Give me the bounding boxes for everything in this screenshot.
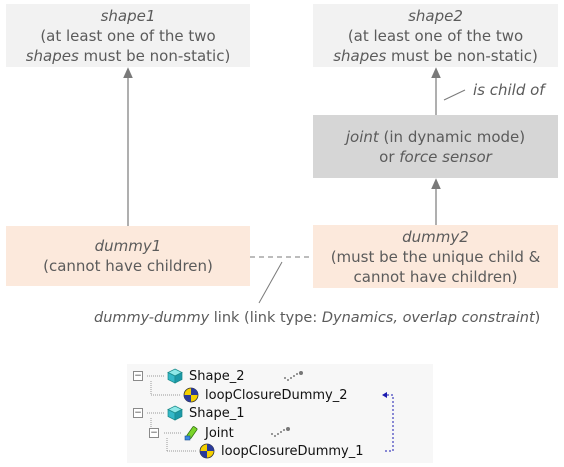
tree-item-label: loopClosureDummy_2 [205,387,348,403]
shape2-note-rest: must be non-static) [386,46,538,65]
tree-item-label: loopClosureDummy_1 [221,443,364,459]
dummy1-box: dummy1 (cannot have children) [6,226,250,286]
link-label-mid: link (link type: [209,310,322,326]
linked-dots-icon [271,427,290,437]
dummy2-title: dummy2 [402,227,469,246]
shape2-note-emphasis: shapes [333,46,387,65]
joint-box-line2: or force sensor [379,147,492,167]
cube-icon [167,368,183,384]
shape1-note-line2: shapes must be non-static) [26,46,231,66]
link-label-emphasis2: Dynamics, overlap constraint [321,310,535,326]
expander-shape1[interactable]: − [133,408,143,418]
dummy-dummy-link-label: dummy-dummy link (link type: Dynamics, o… [94,310,540,326]
joint-or-text: or [379,147,400,166]
is-child-of-label: is child of [473,81,545,99]
shape1-note-line1: (at least one of the two [40,26,216,45]
tree-item-label: Shape_2 [189,368,245,384]
scene-hierarchy-panel: − Shape_2 loopClosureDummy_2 − Shape_1 − [127,364,433,463]
expander-joint[interactable]: − [149,428,159,438]
dummy2-note-line2: cannot have children) [353,267,518,286]
expander-shape2[interactable]: − [133,371,143,381]
joint-label: joint [345,127,379,146]
tree-item-loopclosuredummy2[interactable]: loopClosureDummy_2 [183,386,348,404]
linked-dots-icon [284,371,303,381]
tree-item-label: Joint [205,425,234,441]
shape2-box: shape2 (at least one of the two shapes m… [313,4,558,67]
shape1-box: shape1 (at least one of the two shapes m… [6,4,250,67]
tree-item-shape2[interactable]: Shape_2 [167,367,244,385]
shape2-title: shape2 [408,6,463,25]
dummy1-note: (cannot have children) [43,257,213,275]
joint-icon [184,426,198,441]
joint-mode-text: (in dynamic mode) [378,127,526,146]
shape1-note-rest: must be non-static) [78,46,231,65]
shape1-note-emphasis: shapes [25,46,79,65]
tree-item-loopclosuredummy1[interactable]: loopClosureDummy_1 [199,442,364,460]
joint-box: joint (in dynamic mode) or force sensor [313,115,558,178]
cube-icon [167,405,183,421]
shape2-note-line1: (at least one of the two [347,26,524,45]
shape2-note-line2: shapes must be non-static) [333,46,538,66]
dummy-icon [183,387,199,403]
is-child-of-leader [443,89,466,101]
tree-item-label: Shape_1 [189,405,245,421]
dummy2-box: dummy2 (must be the unique child & canno… [313,225,558,288]
tree-item-shape1[interactable]: Shape_1 [167,404,244,422]
link-label-end: ) [534,310,541,326]
dummy1-title: dummy1 [94,237,162,255]
tree-item-joint[interactable]: Joint [183,424,234,442]
dummy2-note-line1: (must be the unique child & [330,247,541,266]
force-sensor-label: force sensor [399,147,492,166]
shape1-title: shape1 [100,6,156,25]
joint-box-line1: joint (in dynamic mode) [346,127,525,147]
dummy-icon [199,443,215,459]
link-label-leader [258,261,283,304]
link-label-emphasis1: dummy-dummy [94,310,210,326]
